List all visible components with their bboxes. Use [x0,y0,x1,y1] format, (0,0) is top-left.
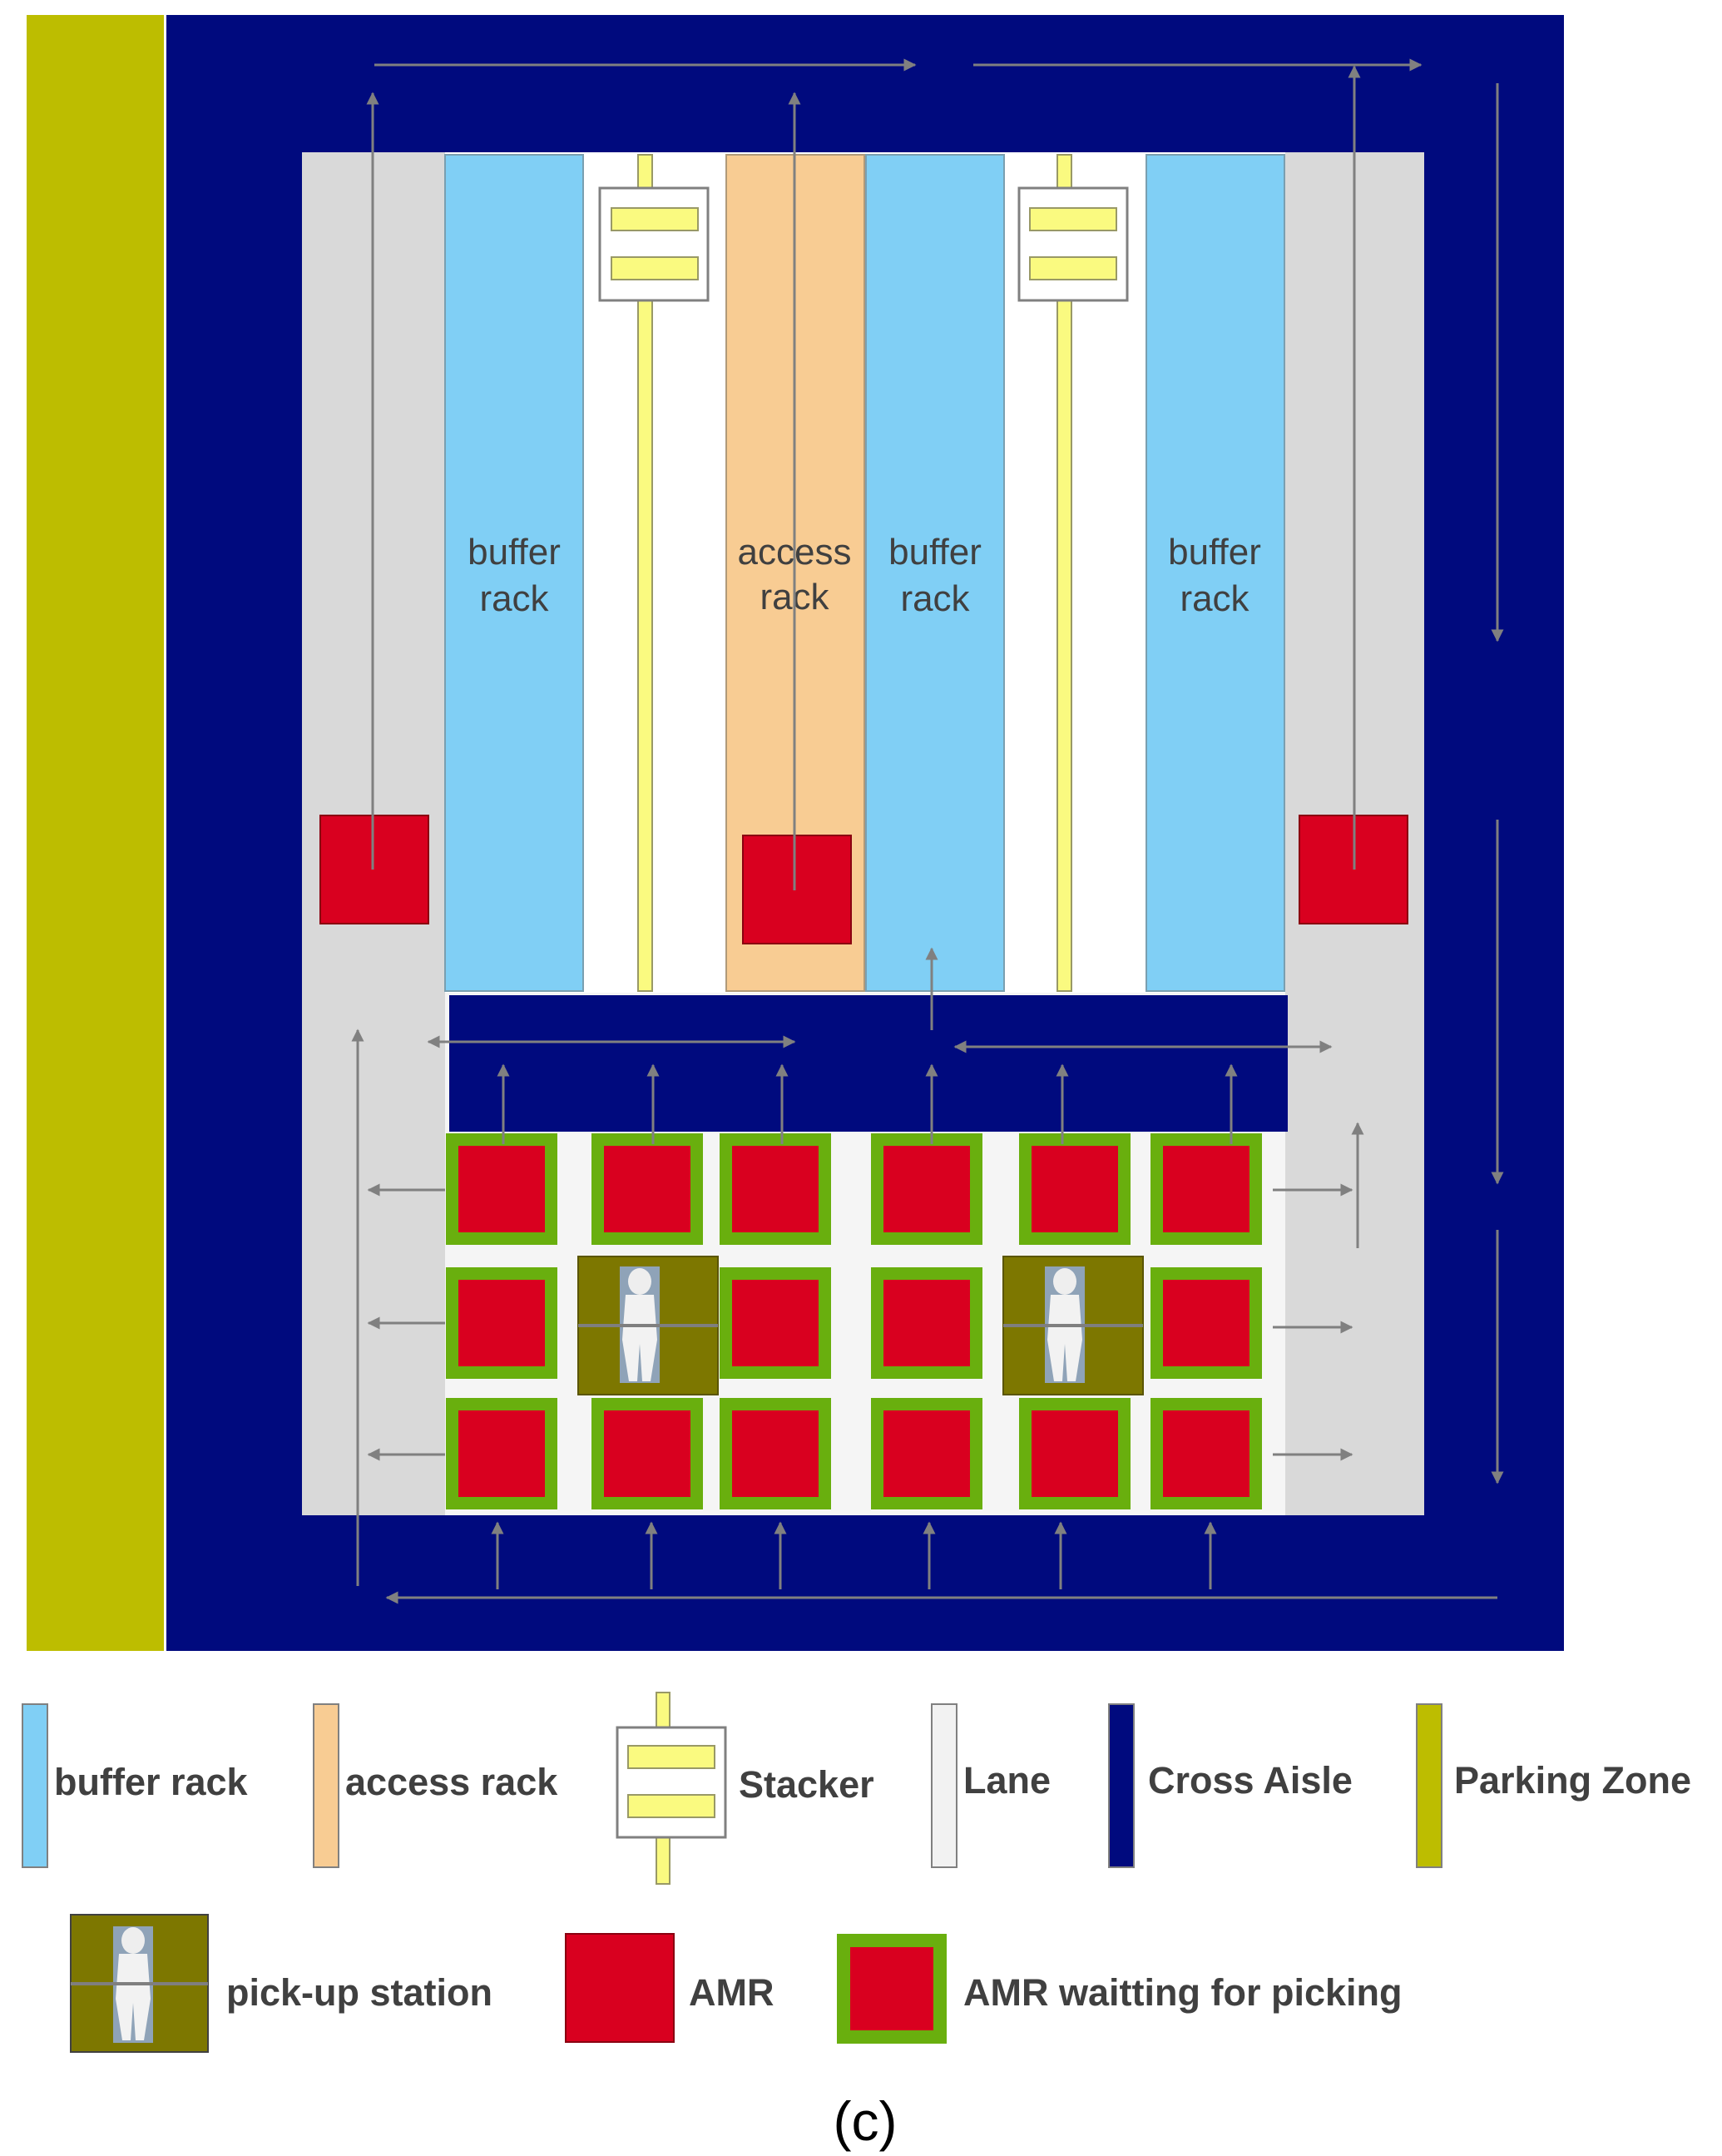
figure-caption: (c) [834,2090,898,2152]
stacker-2 [1017,154,1129,992]
amr-waiting [883,1146,970,1232]
legend-access-rack-label: access rack [345,1761,558,1803]
amr [319,815,429,924]
legend-lane-label: Lane [963,1759,1051,1802]
buffer-rack-2 [865,154,1005,992]
legend-cross-aisle-label: Cross Aisle [1148,1759,1353,1802]
legend-access-rack-swatch [313,1703,339,1868]
legend-stacker-label: Stacker [739,1763,874,1806]
amr-waiting [883,1410,970,1497]
pickup-station [577,1256,719,1395]
amr-waiting [883,1280,970,1366]
legend-buffer-rack-swatch [22,1703,48,1868]
legend-pickup-station-label: pick-up station [226,1971,492,2014]
buffer-rack-1-label-line1: buffer [468,532,561,572]
buffer-rack-3-label-line1: buffer [1168,532,1261,572]
amr-waiting [1163,1280,1249,1366]
amr-waiting [1163,1146,1249,1232]
legend-parking-zone-label: Parking Zone [1454,1759,1691,1802]
amr-waiting [604,1410,690,1497]
amr-waiting [1032,1410,1118,1497]
amr-waiting [732,1410,819,1497]
legend-stacker-swatch [616,1692,727,1885]
stacker-1 [598,154,710,992]
pickup-station [1002,1256,1144,1395]
legend-amr-label: AMR [689,1971,774,2014]
parking-zone [27,15,164,1651]
buffer-rack-2-label-line1: buffer [888,532,982,572]
amr [742,835,852,944]
amr-waiting [604,1146,690,1232]
legend: buffer rack access rack Stacker Lane Cro… [22,1692,1691,2053]
buffer-rack-2-label-line2: rack [900,578,970,619]
legend-lane-swatch [931,1703,957,1868]
inner-cross-aisle [449,995,1288,1132]
legend-parking-zone-swatch [1416,1703,1442,1868]
amr-waiting [458,1410,545,1497]
legend-cross-aisle-swatch [1108,1703,1135,1868]
amr-waiting [1032,1146,1118,1232]
buffer-rack-1-label-line2: rack [479,578,549,619]
amr-waiting [458,1280,545,1366]
amr-waiting [732,1280,819,1366]
legend-amr-waiting-label: AMR waitting for picking [963,1971,1402,2014]
buffer-rack-3-label-line2: rack [1180,578,1249,619]
amr-waiting [1163,1410,1249,1497]
legend-amr-waiting-swatch [850,1947,933,2030]
amr-waiting [458,1146,545,1232]
legend-amr-swatch [565,1933,675,2043]
legend-pickup-station-swatch [70,1914,209,2053]
buffer-rack-3 [1146,154,1285,992]
legend-buffer-rack-label: buffer rack [54,1761,249,1803]
amr-waiting [732,1146,819,1232]
buffer-rack-1 [444,154,584,992]
